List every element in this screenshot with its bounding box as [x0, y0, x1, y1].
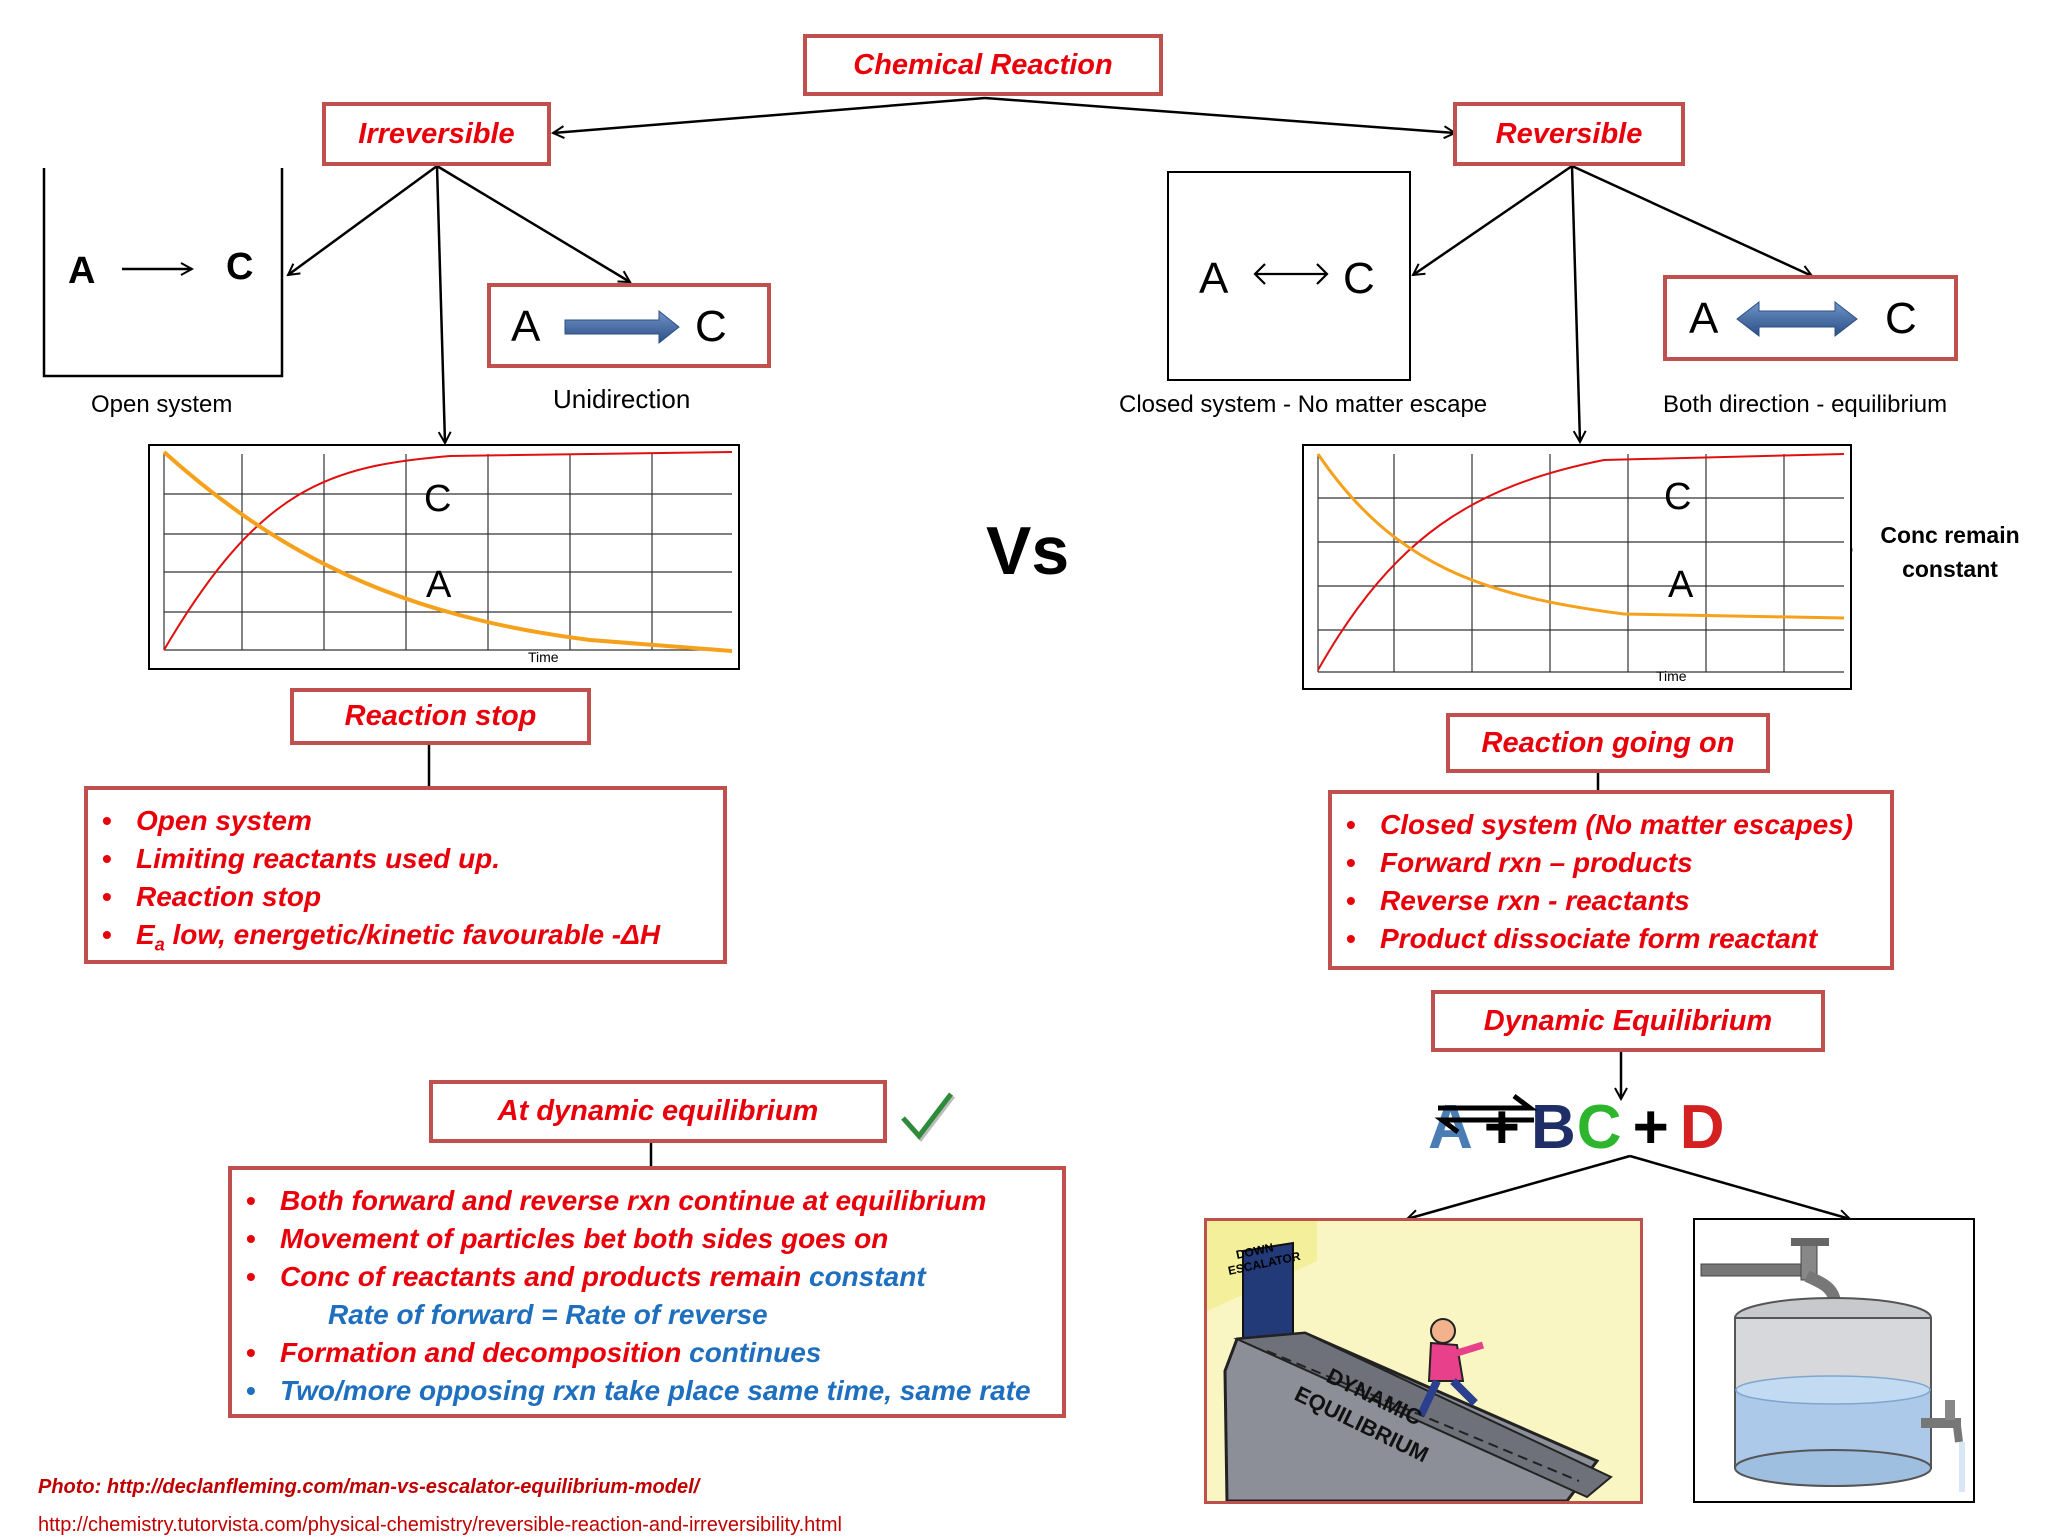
reaction-going-on-header: Reaction going on	[1481, 726, 1735, 759]
reversible-graph-label-a: A	[1668, 564, 1694, 606]
irreversible-bullets: Open system Limiting reactants used up. …	[88, 802, 660, 964]
reaction-stop-header: Reaction stop	[344, 700, 537, 732]
irreversible-bullet: Limiting reactants used up.	[88, 840, 660, 878]
conc-remain-constant-note: Conc remain constant	[1862, 518, 2038, 586]
unidirection-box: A C	[487, 283, 771, 368]
escalator-illustration: DOWN ESCALATOR DYNAMIC EQUILIBRIUM	[1204, 1218, 1643, 1504]
irreversible-bullet: Open system	[88, 802, 660, 840]
reversible-grid	[1317, 454, 1844, 673]
arrow-to-escalator	[1407, 1154, 1631, 1219]
irreversible-graph-label-c: C	[424, 478, 452, 520]
tap-tub-illustration	[1693, 1218, 1975, 1503]
unidirection-caption: Unidirection	[553, 384, 691, 414]
equation-c: C	[1576, 1092, 1623, 1162]
equilibrium-bullet: Two/more opposing rxn take place same ti…	[232, 1372, 1031, 1410]
dynamic-equilibrium-box: Dynamic Equilibrium	[1431, 990, 1825, 1052]
blue-right-arrow-icon	[564, 309, 680, 345]
equilibrium-rate-line: Rate of forward = Rate of reverse	[328, 1299, 768, 1330]
irreversible-c-curve	[163, 451, 733, 651]
reversible-graph: C A Time	[1302, 444, 1852, 690]
outlet-tap-icon	[1921, 1400, 1965, 1492]
chemical-reaction-box: Chemical Reaction	[803, 34, 1163, 96]
conc-note-line: Conc remain	[1880, 522, 2020, 548]
reversible-bullet: Closed system (No matter escapes)	[1332, 806, 1853, 844]
equation-d: D	[1679, 1092, 1726, 1162]
arrow-to-reversible	[984, 96, 1455, 133]
reversible-graph-time: Time	[1656, 668, 1687, 684]
unidirection-a: A	[511, 302, 541, 351]
at-dynamic-equilibrium-box: At dynamic equilibrium	[429, 1080, 887, 1143]
irreversible-bullet-ea: Ea low, energetic/kinetic favourable -ΔH	[88, 916, 660, 964]
equation-b: B	[1531, 1092, 1577, 1162]
equation-plus: +	[1632, 1092, 1670, 1162]
tub-icon	[1734, 1297, 1932, 1487]
equilibrium-arrows-icon	[1434, 1094, 1538, 1134]
open-system-c: C	[226, 246, 254, 288]
irreversible-header: Irreversible	[358, 117, 515, 150]
running-man-icon	[1417, 1318, 1485, 1417]
closed-system-box: A C	[1167, 171, 1411, 381]
open-system-a: A	[68, 250, 96, 292]
reversible-box: Reversible	[1453, 102, 1685, 166]
reaction-stop-box: Reaction stop	[290, 688, 591, 745]
equilibrium-bullet: Formation and decomposition continues	[232, 1334, 1031, 1372]
arrow-to-irreversible	[553, 96, 986, 133]
closed-system-a: A	[1199, 254, 1229, 303]
unidirection-c: C	[695, 302, 727, 351]
check-mark-icon	[901, 1092, 955, 1142]
at-equilibrium-bullets-box: Both forward and reverse rxn continue at…	[228, 1166, 1066, 1418]
irreversible-graph: C A Time	[148, 444, 740, 670]
equilibrium-bullet: Both forward and reverse rxn continue at…	[232, 1182, 1031, 1220]
tap-icon	[1700, 1238, 1841, 1304]
irreversible-graph-time: Time	[528, 649, 559, 665]
arrow-to-closed-system	[1413, 164, 1573, 275]
blue-double-arrow-icon	[1736, 300, 1858, 338]
irreversible-a-curve	[162, 450, 733, 653]
equilibrium-equation: A + B C + D	[1428, 1092, 1726, 1162]
arrow-to-both-direction	[1571, 164, 1812, 276]
reversible-graph-label-c: C	[1664, 476, 1692, 518]
at-dynamic-equilibrium-header: At dynamic equilibrium	[497, 1095, 819, 1127]
equation-plus: +	[1483, 1092, 1521, 1162]
irreversible-graph-label-a: A	[426, 564, 452, 606]
equilibrium-bullet: Movement of particles bet both sides goe…	[232, 1220, 1031, 1258]
conc-note-line: constant	[1902, 556, 1998, 582]
arrow-to-open-system	[288, 164, 438, 275]
versus-label: Vs	[986, 513, 1070, 589]
arrow-to-reversible-graph	[1570, 165, 1580, 442]
irreversible-box: Irreversible	[322, 102, 551, 166]
at-equilibrium-bullets: Both forward and reverse rxn continue at…	[232, 1182, 1031, 1410]
arrow-to-unidirection	[436, 164, 630, 282]
both-direction-box: A C	[1663, 275, 1958, 361]
reversible-bullet: Product dissociate form reactant	[1332, 920, 1853, 958]
reversible-bullet: Forward rxn – products	[1332, 844, 1853, 882]
double-arrow-icon	[1253, 263, 1329, 285]
reversible-bullet: Reverse rxn - reactants	[1332, 882, 1853, 920]
open-system-caption: Open system	[91, 391, 233, 418]
reversible-header: Reversible	[1495, 117, 1643, 150]
reversible-c-curve	[1317, 453, 1845, 671]
arrow-to-tap	[1629, 1154, 1850, 1219]
photo-credit: Photo: http://declanfleming.com/man-vs-e…	[38, 1476, 700, 1498]
closed-system-caption: Closed system - No matter escape	[1119, 391, 1488, 418]
reversible-bullets-box: Closed system (No matter escapes) Forwar…	[1328, 790, 1894, 970]
irreversible-bullets-box: Open system Limiting reactants used up. …	[84, 786, 727, 964]
closed-system-c: C	[1343, 254, 1375, 303]
source-url: http://chemistry.tutorvista.com/physical…	[38, 1514, 842, 1536]
irreversible-bullet: Reaction stop	[88, 878, 660, 916]
arrow-to-irreversible-graph	[435, 165, 445, 443]
equilibrium-bullet: Conc of reactants and products remain co…	[232, 1258, 1031, 1296]
both-direction-c: C	[1885, 294, 1917, 343]
chemical-reaction-title: Chemical Reaction	[853, 48, 1113, 81]
reaction-going-on-box: Reaction going on	[1446, 713, 1770, 773]
both-direction-caption: Both direction - equilibrium	[1663, 391, 1948, 418]
reversible-a-curve	[1316, 453, 1845, 620]
both-direction-a: A	[1689, 294, 1719, 343]
reversible-bullets: Closed system (No matter escapes) Forwar…	[1332, 806, 1853, 958]
dynamic-equilibrium-header: Dynamic Equilibrium	[1483, 1004, 1773, 1037]
